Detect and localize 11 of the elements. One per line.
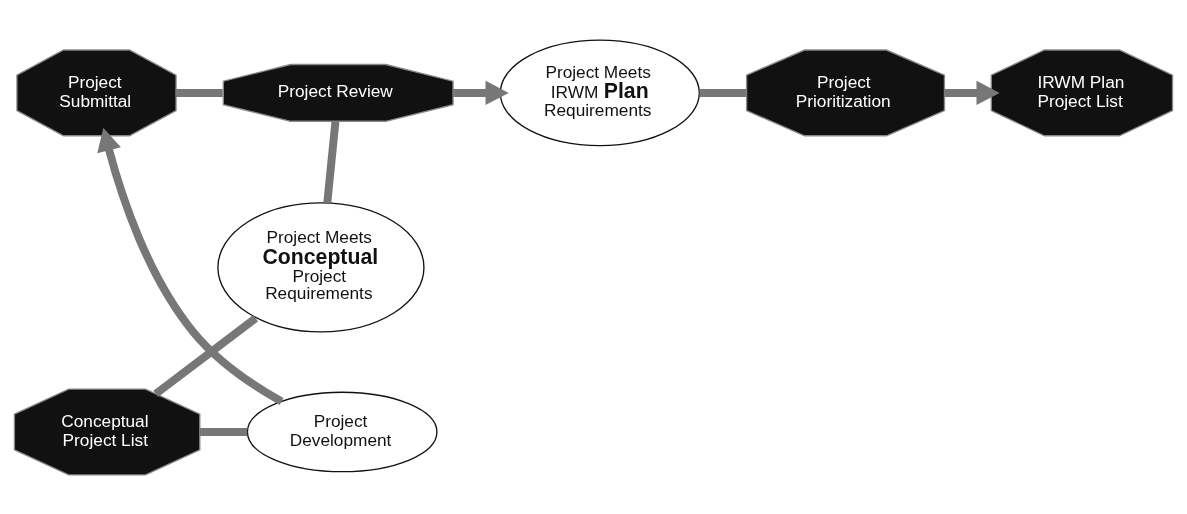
- node-ellipse: Project Development: [246, 391, 438, 472]
- node-ellipse: Project Meets IRWM Plan Requirements: [499, 39, 700, 146]
- arrow: [97, 127, 284, 405]
- connector: [153, 314, 259, 397]
- connector: [175, 88, 223, 97]
- node-ellipse: Project Meets Conceptual Project Requirements: [217, 201, 425, 333]
- connector: [699, 88, 747, 97]
- connector: [199, 427, 248, 436]
- arrow: [944, 80, 1000, 105]
- arrow: [453, 80, 509, 105]
- connector: [323, 120, 340, 203]
